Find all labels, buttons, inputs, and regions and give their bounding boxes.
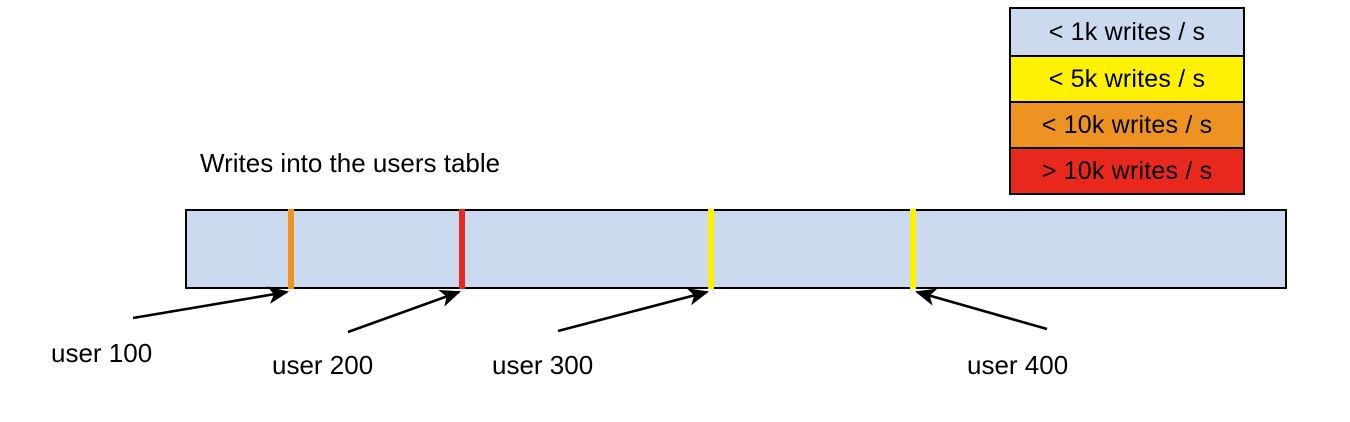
marker-user-300 [708, 209, 714, 289]
legend-row-under-10k: < 10k writes / s [1011, 101, 1243, 147]
bar-body [185, 209, 1287, 289]
users-table-key-range-bar [185, 209, 1287, 289]
arrow-user-300 [557, 288, 710, 333]
marker-user-400 [910, 209, 916, 289]
write-rate-legend: < 1k writes / s < 5k writes / s < 10k wr… [1009, 7, 1245, 195]
chart-title: Writes into the users table [200, 148, 501, 178]
marker-user-200 [459, 209, 465, 289]
label-user-200: user 200 [272, 350, 374, 380]
arrow-user-200 [347, 290, 461, 334]
label-user-300: user 300 [492, 350, 594, 380]
legend-label-under-1k: < 1k writes / s [1048, 17, 1206, 46]
legend-label-under-10k: < 10k writes / s [1041, 110, 1213, 139]
arrow-user-100 [132, 286, 290, 320]
arrow-user-400 [914, 288, 1048, 331]
label-user-100: user 100 [51, 338, 153, 368]
legend-row-under-5k: < 5k writes / s [1011, 55, 1243, 101]
legend-label-under-5k: < 5k writes / s [1048, 64, 1206, 93]
legend-label-over-10k: > 10k writes / s [1041, 156, 1213, 185]
legend-row-under-1k: < 1k writes / s [1011, 9, 1243, 55]
legend-row-over-10k: > 10k writes / s [1011, 147, 1243, 193]
label-user-400: user 400 [967, 350, 1069, 380]
marker-user-100 [288, 209, 294, 289]
